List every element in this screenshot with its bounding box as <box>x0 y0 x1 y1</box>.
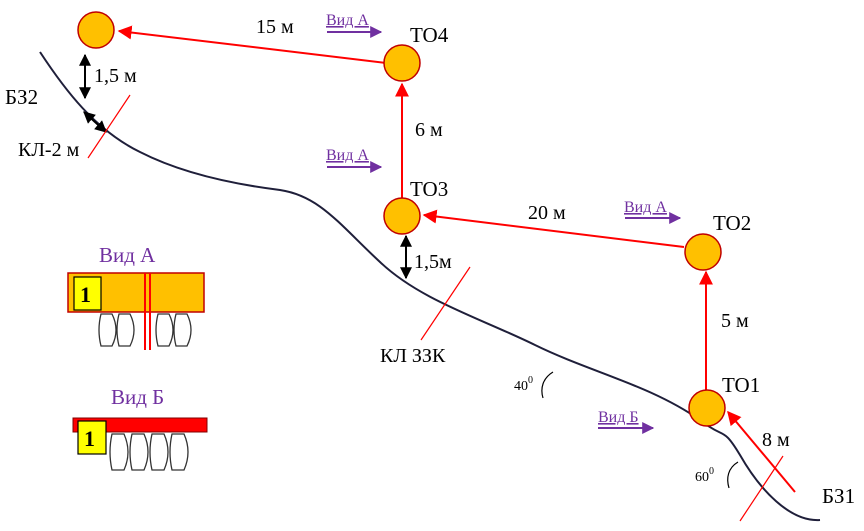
distance-15m: 15 м <box>256 16 294 38</box>
to1-node <box>688 389 726 427</box>
gap-1-5m-bz2: 1,5 м <box>94 65 137 87</box>
carabiner-icon <box>116 313 135 347</box>
legend-b-badge <box>77 420 107 455</box>
bz1-cross-line <box>739 455 784 522</box>
angle-60-label: 600 <box>695 466 714 485</box>
legend-a-badge <box>73 276 102 311</box>
to3-label: ТО3 <box>410 177 448 201</box>
distance-5m: 5 м <box>721 310 749 332</box>
distance-6m: 6 м <box>415 119 443 141</box>
distance-8m: 8 м <box>762 429 790 451</box>
gap-1-5m-to3: 1,5м <box>414 251 452 273</box>
carabiner-icon <box>169 433 189 471</box>
to2-node <box>684 233 722 271</box>
angle-40-label: 400 <box>514 375 533 394</box>
carabiner-icon <box>109 433 129 471</box>
rope-to4-to-top <box>117 25 387 64</box>
legend-view-a-title: Вид А <box>99 243 156 267</box>
legend-b-carabiners <box>109 433 189 471</box>
angle-60-arc <box>727 461 739 489</box>
distance-20m: 20 м <box>528 202 566 224</box>
to2-label: ТО2 <box>713 211 751 235</box>
carabiner-icon <box>155 313 174 347</box>
kl-zzk-label: КЛ ЗЗК <box>380 345 446 367</box>
to4-node <box>383 44 421 82</box>
kl2-line <box>87 94 131 159</box>
carabiner-icon <box>149 433 169 471</box>
rope-to2-to-to3 <box>422 209 685 248</box>
legend-view-b-title: Вид Б <box>111 385 164 409</box>
carabiner-icon <box>129 433 149 471</box>
view-a-label-1: Вид А <box>326 12 369 29</box>
to4-label: ТО4 <box>410 23 449 47</box>
bz2-label: БЗ2 <box>5 85 38 109</box>
legend-view-a: Вид А 1 <box>67 243 205 350</box>
carabiner-icon <box>173 313 192 347</box>
carabiner-icon <box>98 313 117 347</box>
view-a-label-3: Вид А <box>624 199 667 216</box>
top-anchor-node <box>77 11 115 49</box>
bz1-label: БЗ1 <box>822 484 855 508</box>
view-b-label-1: Вид Б <box>598 409 639 426</box>
rope-bz1-to-to1 <box>727 410 796 493</box>
legend-a-badge-number: 1 <box>80 282 91 307</box>
to3-node <box>383 197 421 235</box>
legend-a-carabiners <box>98 313 192 347</box>
angle-40-arc <box>541 371 554 399</box>
gap-arrow-kl2 <box>83 111 107 133</box>
legend-view-b: Вид Б 1 <box>72 385 208 471</box>
kl-zzk-line <box>420 266 471 341</box>
to1-label: ТО1 <box>722 373 760 397</box>
slope-line <box>39 51 821 522</box>
legend-b-badge-number: 1 <box>84 426 95 451</box>
kl2-label: КЛ-2 м <box>18 139 80 161</box>
view-a-label-2: Вид А <box>326 147 369 164</box>
